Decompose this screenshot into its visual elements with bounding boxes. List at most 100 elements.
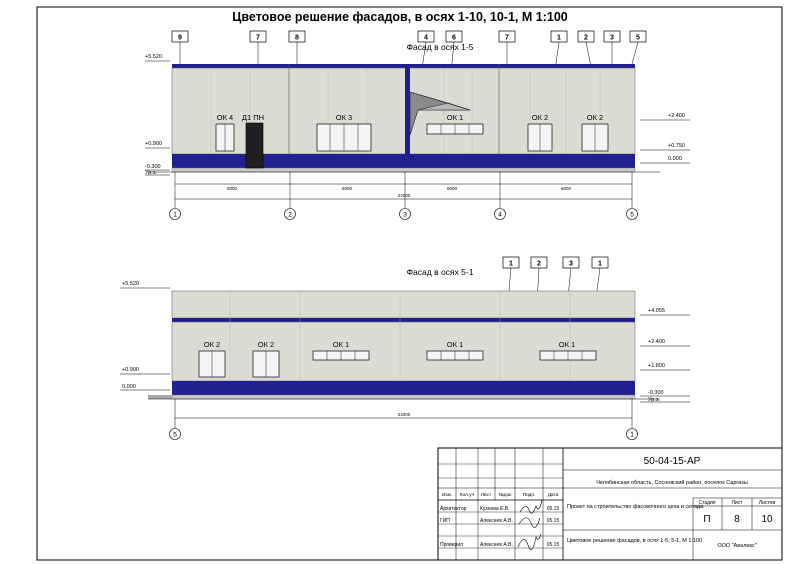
callout: 1	[598, 261, 602, 268]
facade-1: Фасад в осях 1-5 9 7 8 4 6 7 1 2	[145, 30, 690, 220]
stage-label: Стадия	[698, 500, 715, 506]
window-label: ОК 1	[447, 113, 463, 122]
facade-1-levels-right	[640, 119, 690, 164]
hdr: Изм.	[442, 492, 452, 498]
level: +5.520	[145, 54, 162, 60]
sheet-value: 8	[734, 514, 740, 525]
canopy	[409, 91, 471, 136]
row-date: 05.15	[547, 518, 560, 524]
window-label: ОК 2	[587, 113, 603, 122]
facade-1-axes	[169, 208, 638, 220]
facade-1-wall	[171, 67, 636, 155]
callout: 3	[569, 261, 573, 268]
level: +1.800	[648, 363, 665, 369]
facade-1-cornice	[172, 64, 635, 68]
sheet-frame	[36, 6, 783, 561]
dim: 6000	[342, 186, 353, 191]
level: +4.055	[648, 308, 665, 314]
dim-total: 24000	[398, 193, 411, 198]
level: +2.400	[648, 339, 665, 345]
row-name: Алексеев А.В.	[480, 518, 513, 524]
axis-label: 4	[498, 212, 502, 219]
dim: 6000	[227, 186, 238, 191]
facade-1-plinth	[172, 154, 635, 168]
window-label: ОК 1	[447, 340, 463, 349]
axis-label: 5	[630, 212, 634, 219]
facade-1-expansion-joint	[405, 64, 410, 168]
door-label: Д1 ПН	[242, 113, 264, 122]
facade-2: Фасад в осях 5-1 1 2 3 1	[120, 256, 690, 440]
facade-2-parapet	[171, 290, 636, 319]
hdr: Подп.	[523, 492, 536, 498]
facade-1-title: Фасад в осях 1-5	[407, 42, 474, 52]
level: +0.750	[668, 143, 685, 149]
sheets-value: 10	[761, 514, 773, 525]
level: +5.520	[122, 281, 139, 287]
callout: 2	[584, 35, 588, 42]
window-label: ОК 4	[217, 113, 233, 122]
level: +2.400	[668, 113, 685, 119]
location: Челябинская область, Сосновский район, п…	[596, 479, 748, 486]
sheet-label: Лист	[732, 500, 744, 506]
hdr: №док	[499, 492, 513, 498]
axis-label: 3	[403, 212, 407, 219]
callout: 6	[452, 35, 456, 42]
facade-2-levels-right	[640, 314, 690, 403]
facade-2-title: Фасад в осях 5-1	[407, 267, 474, 277]
axis-label: 5	[173, 432, 177, 439]
row-date: 05.15	[547, 506, 560, 512]
company: ООО "Авалекс"	[717, 543, 756, 549]
facade-2-band	[172, 318, 635, 322]
callout: 2	[537, 261, 541, 268]
window-label: ОК 1	[559, 340, 575, 349]
axis-label: 2	[288, 212, 292, 219]
doc-code: 50-04-15-АР	[644, 456, 701, 467]
row-role: ГИП	[440, 518, 450, 524]
row-name: Алексеев А.В.	[480, 542, 513, 548]
callout: 4	[424, 35, 428, 42]
callout: 5	[636, 35, 640, 42]
level: -0.300	[145, 164, 161, 170]
callout: 8	[295, 35, 299, 42]
callout: 1	[557, 35, 561, 42]
stage-value: П	[703, 514, 710, 525]
level: +0.900	[122, 367, 139, 373]
title-block	[437, 447, 783, 561]
level: 0.000	[668, 156, 682, 162]
facade-2-plinth	[172, 381, 635, 395]
sheet-desc: Цветовое решение фасадов, в осях 1-5, 5-…	[567, 538, 702, 544]
dim: 6000	[447, 186, 458, 191]
callout: 1	[509, 261, 513, 268]
hdr: Лист	[481, 492, 492, 498]
project-line1: Проект на строительство фасовочного цеха…	[567, 504, 704, 510]
level: Ур.з.	[648, 397, 660, 403]
axis-label: 1	[630, 432, 634, 439]
hdr: Дата	[548, 492, 559, 498]
axis-label: 1	[173, 212, 177, 219]
facade-2-levels-left	[120, 287, 170, 391]
sheet-title: Цветовое решение фасадов, в осях 1-10, 1…	[232, 10, 568, 24]
row-role: Архитектор	[440, 506, 467, 512]
window-label: ОК 2	[204, 340, 220, 349]
dim: 6000	[561, 186, 572, 191]
row-name: Кузнова Е.В.	[480, 506, 509, 512]
sheets-label: Листов	[759, 500, 776, 506]
window-label: ОК 1	[333, 340, 349, 349]
facade-2-dimensions	[174, 399, 633, 428]
window-label: ОК 2	[258, 340, 274, 349]
hdr: Кол.уч	[460, 492, 475, 498]
level: -0.300	[648, 390, 664, 396]
title-block-text: 50-04-15-АР Челябинская область, Сосновс…	[440, 456, 775, 549]
row-date: 05.15	[547, 542, 560, 548]
dim-total: 24000	[398, 412, 411, 417]
callout: 9	[178, 35, 182, 42]
door-d1	[245, 122, 264, 169]
row-role: Проверил	[440, 542, 463, 548]
level: 0.000	[122, 384, 136, 390]
callout: 7	[256, 35, 260, 42]
level: Ур.з.	[145, 170, 157, 176]
level: +0.900	[145, 141, 162, 147]
facade-2-axes	[169, 428, 638, 440]
